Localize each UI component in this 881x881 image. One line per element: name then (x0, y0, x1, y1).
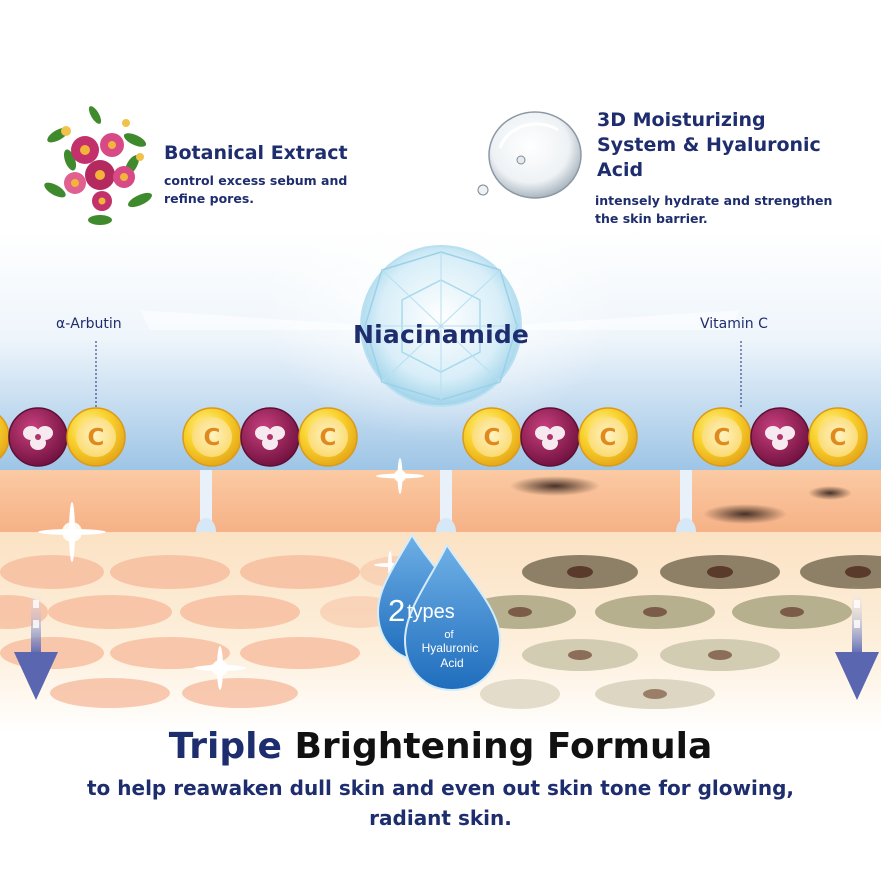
vitamin-c-symbol: C (88, 425, 105, 451)
water-drop-icon (477, 111, 582, 199)
moisturizing-title-line1: 3D Moisturizing (597, 109, 766, 131)
vitamin-c-symbol: C (830, 425, 847, 451)
vitamin-c-ball-core (818, 417, 858, 457)
headline-highlight: Triple (168, 726, 282, 767)
flower-bouquet-icon (44, 106, 152, 225)
drop-line3: Hyaluronic (422, 641, 479, 655)
drop-line2: of (444, 629, 454, 641)
drop-count: 2 (388, 593, 405, 628)
arbutin-flower-icon (255, 426, 285, 450)
hyaluronic-drops-icon: 2 types of Hyaluronic Acid (376, 533, 502, 692)
vitamin-c-ball-core (308, 417, 348, 457)
vitamin-c-symbol: C (204, 425, 221, 451)
ingredient-balls-row: CCCCCCCC (0, 407, 868, 467)
botanical-extract-desc-line2: refine pores. (164, 191, 255, 206)
tagline-line1: to help reawaken dull skin and even out … (87, 776, 794, 800)
moisturizing-desc-line2: the skin barrier. (595, 211, 708, 226)
botanical-extract-desc-line1: control excess sebum and (164, 173, 348, 188)
diamond-icon (360, 245, 522, 407)
vitamin-c-ball-core (472, 417, 512, 457)
botanical-extract-title: Botanical Extract (164, 142, 348, 164)
vitamin-c-ball-core (702, 417, 742, 457)
arbutin-flower-icon (23, 426, 53, 450)
vitamin-c-symbol: C (320, 425, 337, 451)
vitamin-c-ball-core (76, 417, 116, 457)
drop-line4: Acid (440, 656, 463, 670)
vitamin-c-ball-core (588, 417, 628, 457)
arbutin-flower-icon (535, 426, 565, 450)
drop-line1: types (407, 601, 455, 623)
vitamin-c-label: Vitamin C (700, 316, 768, 332)
headline-rest: Brightening Formula (281, 726, 713, 767)
moisturizing-title-line3: Acid (597, 159, 644, 181)
moisturizing-desc-line1: intensely hydrate and strengthen (595, 193, 833, 208)
moisturizing-title-line2: System & Hyaluronic (597, 134, 821, 156)
niacinamide-label: Niacinamide (353, 320, 530, 349)
tagline-line2: radiant skin. (369, 806, 512, 830)
vitamin-c-symbol: C (484, 425, 501, 451)
vitamin-c-symbol: C (600, 425, 617, 451)
alpha-arbutin-label: α-Arbutin (56, 316, 122, 332)
arbutin-flower-icon (765, 426, 795, 450)
vitamin-c-symbol: C (714, 425, 731, 451)
vitamin-c-ball-core (192, 417, 232, 457)
headline: Triple Brightening Formula (0, 726, 881, 767)
